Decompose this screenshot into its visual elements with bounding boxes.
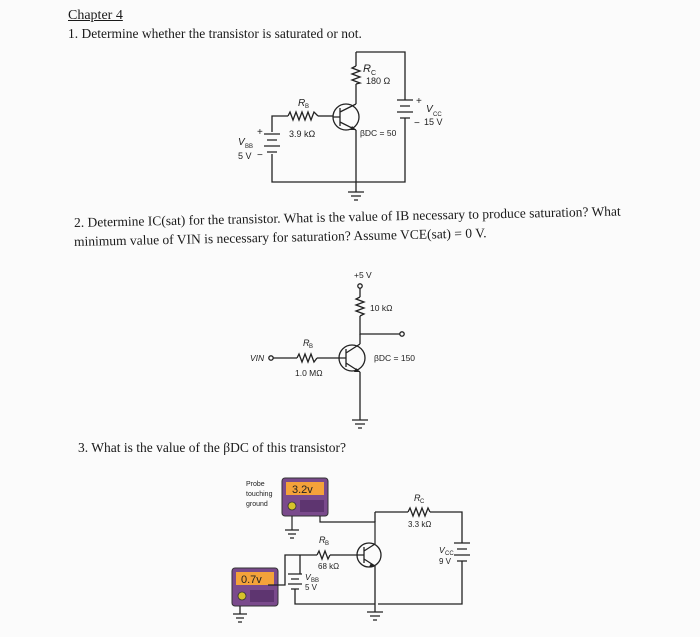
q3-rc-value: 3.3 kΩ (408, 520, 431, 529)
resistor-68k-icon (316, 549, 331, 561)
q3-vcc-value: 9 V (439, 557, 452, 566)
q2-npn-transistor-icon (338, 343, 366, 373)
npn-transistor-icon (332, 103, 360, 131)
multimeter-top: 3.2v (281, 477, 329, 517)
q3-battery-vcc-icon (454, 542, 470, 562)
q1-vcc-label: V (426, 104, 434, 115)
q1-rb-sub: B (305, 104, 309, 110)
q1-beta: βDC = 50 (360, 128, 397, 138)
meter-bottom-ground-icon (233, 606, 247, 623)
multimeter-bottom: 0.7v (231, 567, 279, 607)
q2-supply-terminal (357, 283, 363, 289)
resistor-3k3-icon (407, 506, 431, 518)
q3-battery-vbb-icon (288, 573, 302, 590)
battery-vbb-icon (264, 133, 280, 153)
meter-bottom-reading: 0.7v (241, 574, 262, 586)
q2-output-terminal (399, 331, 405, 337)
meter-bottom-display (236, 572, 274, 585)
question-3-text: 3. What is the value of the βDC of this … (78, 440, 346, 455)
ground-icon (348, 191, 364, 201)
q3-rb-label: R (319, 535, 326, 545)
q3-vbb-sub: BB (311, 578, 319, 584)
probe-label-3: ground (246, 501, 268, 508)
q2-rc-value: 10 kΩ (370, 303, 392, 313)
q3-rc-label: R (414, 493, 421, 503)
q2-rb-label: R (303, 338, 310, 348)
q1-rb-value: 3.9 kΩ (289, 129, 316, 139)
q3-npn-transistor-icon (356, 542, 382, 568)
probe-label-2: touching (246, 491, 273, 498)
q1-vcc-plus: + (416, 96, 422, 107)
q2-supply-label: +5 V (354, 270, 372, 280)
q3-rb-value: 68 kΩ (318, 562, 339, 571)
q2-rb-sub: B (309, 344, 313, 350)
q3-rc-sub: C (420, 499, 425, 505)
resistor-10k-icon (354, 296, 366, 317)
battery-vcc-icon (397, 98, 413, 126)
circuit-3: 3.2v Probe touching ground R C 3.3 kΩ V … (231, 477, 470, 623)
q1-vbb-label: V (238, 137, 246, 148)
meter-top-panel (300, 500, 324, 512)
q1-rc-value: 180 Ω (366, 76, 391, 86)
q1-vcc-value: 15 V (424, 117, 443, 127)
q3-ground-icon (367, 604, 383, 621)
q1-rc-sub: C (371, 70, 376, 77)
q1-vbb-value: 5 V (238, 151, 252, 161)
q2-rb-value: 1.0 MΩ (295, 368, 323, 378)
meter-top-ground-icon (285, 529, 299, 539)
q1-rc-label: R (363, 63, 371, 75)
q3-vbb-value: 5 V (305, 583, 318, 592)
circuit-1: R C 180 Ω R B 3.9 kΩ V BB 5 V + − + V CC… (238, 51, 443, 201)
chapter-heading: Chapter 4 (68, 8, 123, 23)
q2-vin-terminal (268, 355, 274, 361)
probe-label-1: Probe (246, 481, 265, 488)
circuit-2: +5 V 10 kΩ VIN R B 1.0 MΩ βDC = 150 (250, 270, 415, 429)
q1-vcc-minus: − (414, 118, 420, 129)
meter-top-reading: 3.2v (292, 484, 313, 496)
q3-vcc-sub: CC (445, 551, 454, 557)
q1-vbb-plus: + (257, 127, 263, 138)
q1-vcc-sub: CC (433, 112, 442, 118)
q3-vbb-label: V (305, 572, 312, 582)
q3-rb-sub: B (325, 541, 329, 547)
question-1-text: 1. Determine whether the transistor is s… (68, 26, 362, 41)
q2-vin-label: VIN (250, 353, 265, 363)
q2-ground-icon (352, 419, 368, 429)
resistor-rb-icon (287, 110, 319, 122)
q1-rb-label: R (298, 98, 305, 109)
q2-beta: βDC = 150 (374, 353, 415, 363)
meter-top-knob (287, 501, 297, 511)
resistor-rc-icon (350, 65, 363, 85)
meter-top-display (286, 482, 324, 495)
resistor-1m-icon (296, 352, 318, 364)
q3-vcc-label: V (439, 545, 446, 555)
meter-bottom-knob (237, 591, 247, 601)
q1-vbb-minus: − (257, 150, 263, 161)
meter-bottom-panel (250, 590, 274, 602)
q1-vbb-sub: BB (245, 144, 253, 150)
